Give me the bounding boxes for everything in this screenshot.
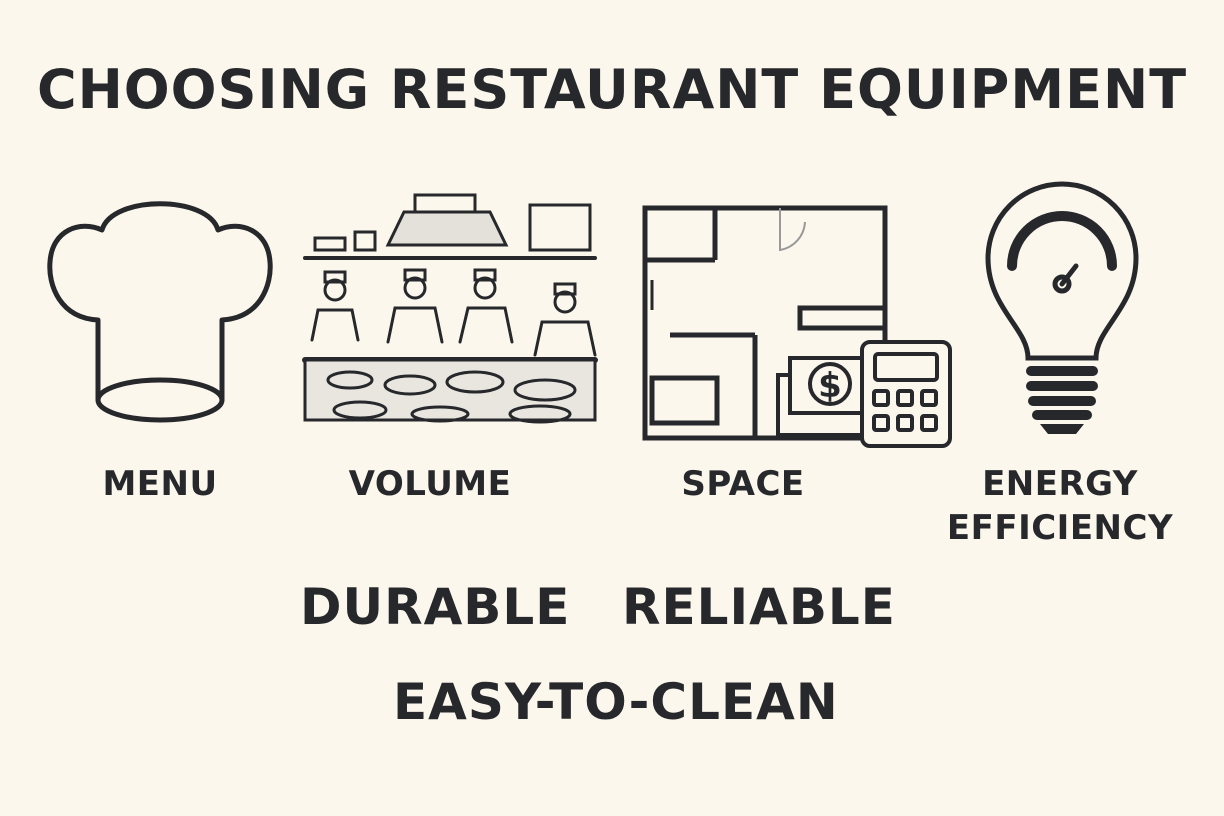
quality-durable: DURABLE: [300, 578, 571, 636]
factor-label-space: SPACE: [681, 464, 805, 504]
factor-label-volume: VOLUME: [348, 464, 512, 504]
floor-plan-icon: $: [642, 205, 952, 448]
page-title: CHOOSING RESTAURANT EQUIPMENT: [36, 58, 1188, 121]
quality-reliable: RELIABLE: [622, 578, 896, 636]
busy-kitchen-icon: [302, 193, 598, 424]
factor-label-energy-efficiency: ENERGY EFFICIENCY: [940, 462, 1180, 550]
lightbulb-gauge-icon: [985, 181, 1139, 434]
factor-label-efficiency: EFFICIENCY: [946, 508, 1174, 548]
quality-easy-to-clean: EASY-TO-CLEAN: [393, 673, 839, 731]
chef-hat-icon: [47, 201, 273, 423]
svg-text:$: $: [818, 366, 842, 406]
factor-label-energy: ENERGY: [982, 464, 1138, 504]
factor-label-menu: MENU: [102, 464, 218, 504]
